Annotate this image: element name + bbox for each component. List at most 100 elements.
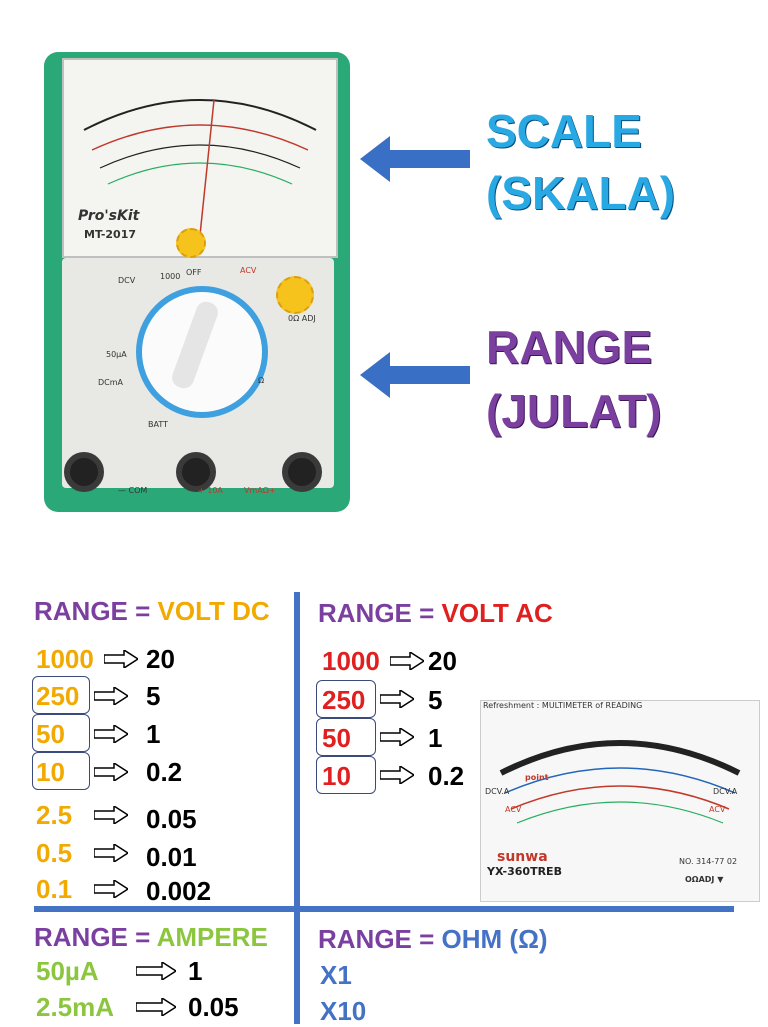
- reference-scale-acv-right: ACV: [709, 805, 726, 814]
- amp-range-2-5ma: 2.5mA: [36, 992, 115, 1022]
- vac-value-50: 1: [428, 723, 443, 753]
- vac-range-1000: 1000: [322, 646, 380, 676]
- volt-ac-heading: RANGE = VOLT AC: [318, 598, 553, 629]
- reference-pointer-label: point: [525, 773, 549, 782]
- vac-range-50: 50: [322, 723, 351, 753]
- vdc-box-10: [32, 752, 90, 790]
- dial-pointer: [169, 298, 221, 392]
- reference-brand: sunwa: [497, 849, 548, 865]
- 10a-jack[interactable]: [176, 452, 216, 492]
- scale-label: SCALE: [486, 105, 642, 157]
- 10a-jack-label: + 10A: [198, 486, 223, 495]
- ohm-range-x10: X10: [320, 996, 367, 1026]
- range-label: RANGE: [486, 321, 653, 373]
- reference-scale-acv-left: ACV: [505, 805, 522, 814]
- vdc-value-0-1: 0.002: [146, 876, 212, 906]
- dial-label-batt: BATT: [148, 420, 168, 429]
- reference-caption: Refreshment : MULTIMETER of READING: [483, 701, 643, 710]
- com-jack[interactable]: [64, 452, 104, 492]
- range-selector-dial[interactable]: [136, 286, 268, 418]
- vdc-arrow-icon: [94, 806, 128, 824]
- meter-scale-face: Pro'sKit MT-2017: [62, 58, 338, 258]
- vdc-arrow-icon: [94, 880, 128, 898]
- amp-arrow-icon: [136, 962, 176, 980]
- range-sub-label: (JULAT): [486, 385, 662, 437]
- volt-dc-accent: VOLT DC: [157, 596, 270, 626]
- vdc-arrow-icon: [94, 763, 128, 781]
- vac-range-10: 10: [322, 761, 351, 791]
- reference-scale-dcva-left: DCV.A: [485, 787, 510, 796]
- com-jack-label: — COM: [118, 486, 148, 495]
- amp-value-50ua: 1: [188, 956, 203, 986]
- vdc-range-2-5: 2.5: [36, 800, 73, 830]
- vdc-box-250: [32, 676, 90, 714]
- reference-adj: OΩADJ ▼: [685, 875, 724, 884]
- horizontal-divider: [34, 906, 734, 912]
- volt-ac-prefix: RANGE =: [318, 598, 442, 628]
- reference-meter-image: Refreshment : MULTIMETER of READING poin…: [480, 700, 760, 902]
- meter-scale-arcs: [83, 99, 317, 236]
- vdc-value-0-5: 0.01: [146, 842, 197, 872]
- vdc-range-10: 10: [36, 757, 65, 787]
- zero-adjust-screw[interactable]: [176, 228, 206, 258]
- scale-arrow-icon: [360, 136, 470, 182]
- vdc-range-250: 250: [36, 681, 80, 711]
- vdc-range-0-1: 0.1: [36, 874, 73, 904]
- vdc-range-50: 50: [36, 719, 65, 749]
- vdc-value-250: 5: [146, 681, 161, 711]
- volt-dc-heading: RANGE = VOLT DC: [34, 596, 270, 627]
- amp-value-2-5ma: 0.05: [188, 992, 239, 1022]
- dial-label-ohm-adj: 0Ω ADJ: [288, 314, 316, 323]
- vdc-value-2-5: 0.05: [146, 804, 197, 834]
- vdc-range-0-5: 0.5: [36, 838, 73, 868]
- vac-value-10: 0.2: [428, 761, 465, 791]
- dial-label-acv: ACV: [240, 266, 257, 275]
- dial-label-50ua: 50µA: [106, 350, 127, 359]
- vac-range-250: 250: [322, 685, 366, 715]
- volt-ac-accent: VOLT AC: [441, 598, 553, 628]
- dial-label-off: OFF: [186, 268, 202, 277]
- ampere-prefix: RANGE =: [34, 922, 157, 952]
- ampere-accent: AMPERE: [156, 922, 268, 952]
- reference-scale-dcva-right: DCV.A: [713, 787, 738, 796]
- dial-label-dcma: DCmA: [98, 378, 124, 387]
- dial-label-ohm: Ω: [258, 376, 265, 385]
- vdc-arrow-icon: [94, 687, 128, 705]
- vac-arrow-icon: [380, 690, 414, 708]
- meter-model: MT-2017: [84, 228, 137, 241]
- scale-sub-label: (SKALA): [486, 167, 676, 219]
- ohm-accent: OHM (Ω): [441, 924, 548, 954]
- vac-value-1000: 20: [428, 646, 457, 676]
- ohm-adjust-knob[interactable]: [276, 276, 314, 314]
- vac-box-10: [316, 756, 376, 794]
- vac-arrow-icon: [380, 728, 414, 746]
- ohm-heading: RANGE = OHM (Ω): [318, 924, 548, 955]
- vdc-value-1000: 20: [146, 644, 175, 674]
- vdc-arrow-icon: [94, 844, 128, 862]
- ohm-range-x1: X1: [320, 960, 352, 990]
- vma-ohm-jack[interactable]: [282, 452, 322, 492]
- vdc-box-50: [32, 714, 90, 752]
- reference-scale-arcs: [499, 740, 741, 824]
- amp-arrow-icon: [136, 998, 176, 1016]
- vdc-arrow-icon: [104, 650, 138, 668]
- ampere-heading: RANGE = AMPERE: [34, 922, 268, 953]
- volt-dc-prefix: RANGE =: [34, 596, 158, 626]
- ohm-prefix: RANGE =: [318, 924, 442, 954]
- vma-jack-label: VmAΩ+: [244, 486, 276, 495]
- vac-arrow-icon: [390, 652, 424, 670]
- vac-box-250: [316, 680, 376, 718]
- vdc-value-10: 0.2: [146, 757, 183, 787]
- vac-box-50: [316, 718, 376, 756]
- vertical-divider: [294, 592, 300, 1024]
- vac-value-250: 5: [428, 685, 443, 715]
- vdc-range-1000: 1000: [36, 644, 94, 674]
- vdc-value-50: 1: [146, 719, 161, 749]
- reference-model: YX-360TREB: [487, 865, 562, 878]
- range-arrow-icon: [360, 352, 470, 398]
- reference-number: NO. 314-77 02: [679, 857, 738, 866]
- dial-label-dcv: DCV: [118, 276, 136, 285]
- meter-brand: Pro'sKit: [78, 208, 140, 224]
- vdc-arrow-icon: [94, 725, 128, 743]
- dial-label-1000: 1000: [160, 272, 181, 281]
